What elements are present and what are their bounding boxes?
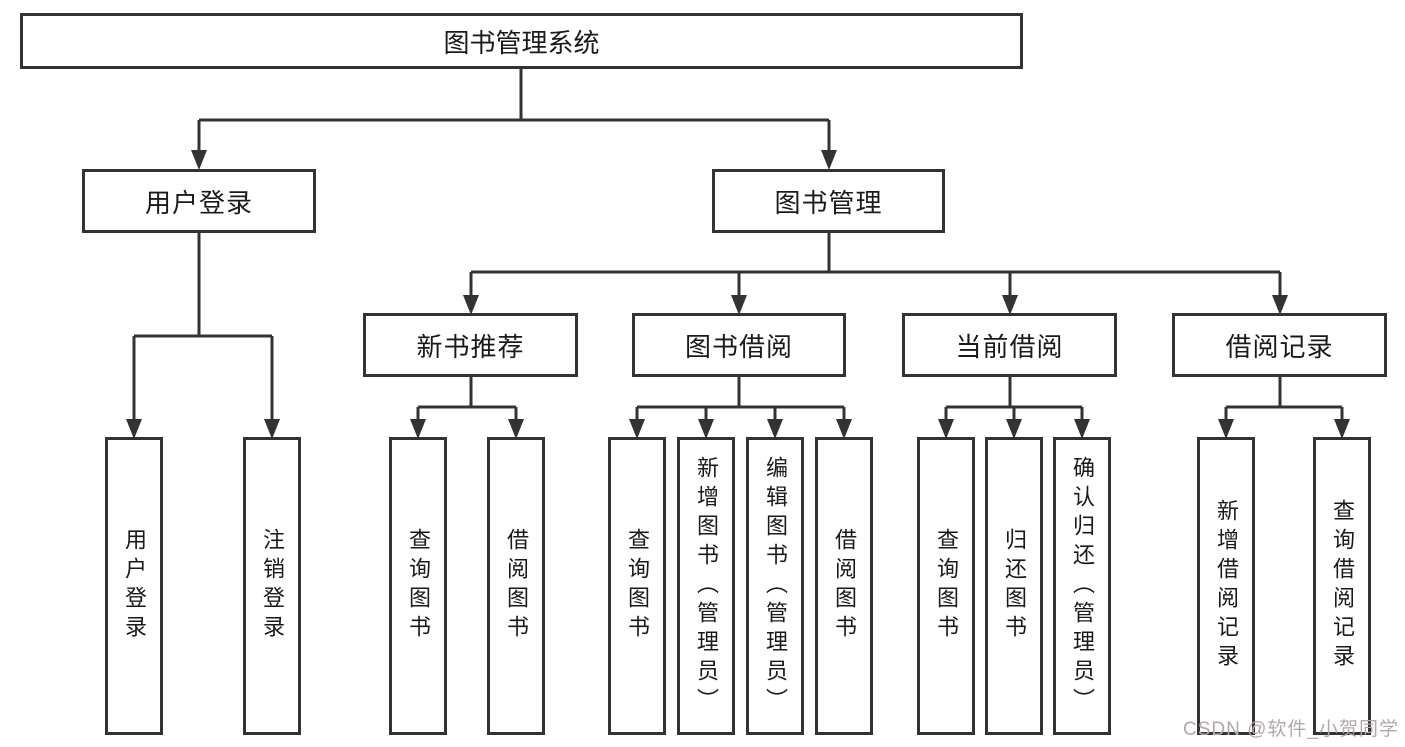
node-user-login: 用户登录: [82, 169, 316, 233]
leaf-bb-add-book-label: 新增图书（管理员）: [694, 455, 719, 717]
leaf-bb-borrow-book: 借阅图书: [815, 437, 873, 735]
leaf-nb-query-book-label: 查询图书: [406, 528, 431, 644]
leaf-nb-borrow-book: 借阅图书: [487, 437, 545, 735]
leaf-bb-query-book: 查询图书: [608, 437, 666, 735]
leaf-br-query-record-label: 查询借阅记录: [1330, 499, 1355, 673]
leaf-cb-confirm-return-label: 确认归还（管理员）: [1070, 455, 1095, 717]
leaf-cb-return-book-label: 归还图书: [1002, 528, 1027, 644]
node-current-borrow-label: 当前借阅: [955, 331, 1064, 362]
leaf-user-login: 用户登录: [105, 437, 163, 735]
leaf-nb-query-book: 查询图书: [389, 437, 447, 735]
leaf-cb-confirm-return: 确认归还（管理员）: [1053, 437, 1111, 735]
leaf-bb-add-book: 新增图书（管理员）: [677, 437, 735, 735]
leaf-bb-edit-book-label: 编辑图书（管理员）: [763, 455, 788, 717]
leaf-user-login-label: 用户登录: [122, 528, 147, 644]
node-book-management: 图书管理: [712, 169, 945, 233]
leaf-br-query-record: 查询借阅记录: [1313, 437, 1371, 735]
leaf-cb-return-book: 归还图书: [985, 437, 1043, 735]
node-user-login-label: 用户登录: [144, 187, 253, 218]
leaf-bb-edit-book: 编辑图书（管理员）: [746, 437, 804, 735]
watermark: CSDN @软件_小贺同学: [1183, 719, 1399, 740]
leaf-logout: 注销登录: [243, 437, 301, 735]
leaf-bb-query-book-label: 查询图书: [625, 528, 650, 644]
leaf-cb-query-book-label: 查询图书: [934, 528, 959, 644]
leaf-bb-borrow-book-label: 借阅图书: [832, 528, 857, 644]
node-book-borrow-label: 图书借阅: [684, 331, 793, 362]
leaf-cb-query-book: 查询图书: [917, 437, 975, 735]
node-book-borrow: 图书借阅: [632, 313, 846, 377]
node-borrow-record: 借阅记录: [1172, 313, 1387, 377]
leaf-br-add-record: 新增借阅记录: [1197, 437, 1255, 735]
leaf-logout-label: 注销登录: [260, 528, 285, 644]
node-root-label: 图书管理系统: [443, 27, 600, 58]
node-book-management-label: 图书管理: [774, 187, 883, 218]
leaf-br-add-record-label: 新增借阅记录: [1214, 499, 1239, 673]
node-new-book-recommend-label: 新书推荐: [416, 331, 525, 362]
node-root: 图书管理系统: [20, 13, 1023, 69]
node-current-borrow: 当前借阅: [902, 313, 1117, 377]
leaf-nb-borrow-book-label: 借阅图书: [504, 528, 529, 644]
node-borrow-record-label: 借阅记录: [1225, 331, 1334, 362]
node-new-book-recommend: 新书推荐: [363, 313, 578, 377]
